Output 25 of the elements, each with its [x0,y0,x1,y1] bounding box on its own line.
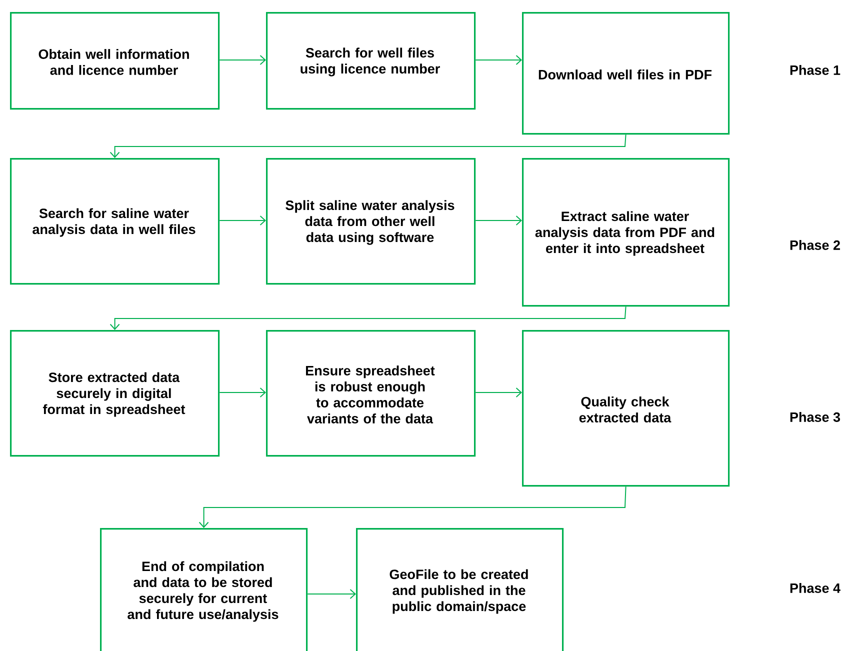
process-box: Download well files in PDF [522,12,730,135]
arrow [219,216,266,226]
process-box: Quality check extracted data [522,330,730,487]
process-box: GeoFile to be created and published in the public domain/space [356,528,564,651]
process-box: Split saline water analysis data from other well data using software [266,158,476,285]
arrow [219,55,266,65]
arrow [307,589,356,599]
arrow [110,134,626,158]
process-box: Store extracted data securely in digital format in spreadsheet [10,330,220,457]
arrow [475,388,522,398]
arrow [198,486,626,528]
process-box: Obtain well information and licence number [10,12,220,110]
process-box: End of compilation and data to be stored securely for current and future use/analysis [100,528,308,651]
process-box: Search for saline water analysis data in well files [10,158,220,285]
arrow [475,55,522,65]
phase-label: Phase 2 [790,240,840,250]
arrow [475,216,522,226]
phase-label: Phase 4 [790,583,840,593]
process-box: Search for well files using licence number [266,12,476,110]
phase-label: Phase 1 [790,65,840,75]
arrow [219,388,266,398]
process-box: Extract saline water analysis data from PDF and enter it into spreadsheet [522,158,730,307]
arrow [110,306,626,330]
process-box: Ensure spreadsheet is robust enough to accommodate variants of the data [266,330,476,457]
phase-label: Phase 3 [790,412,840,422]
